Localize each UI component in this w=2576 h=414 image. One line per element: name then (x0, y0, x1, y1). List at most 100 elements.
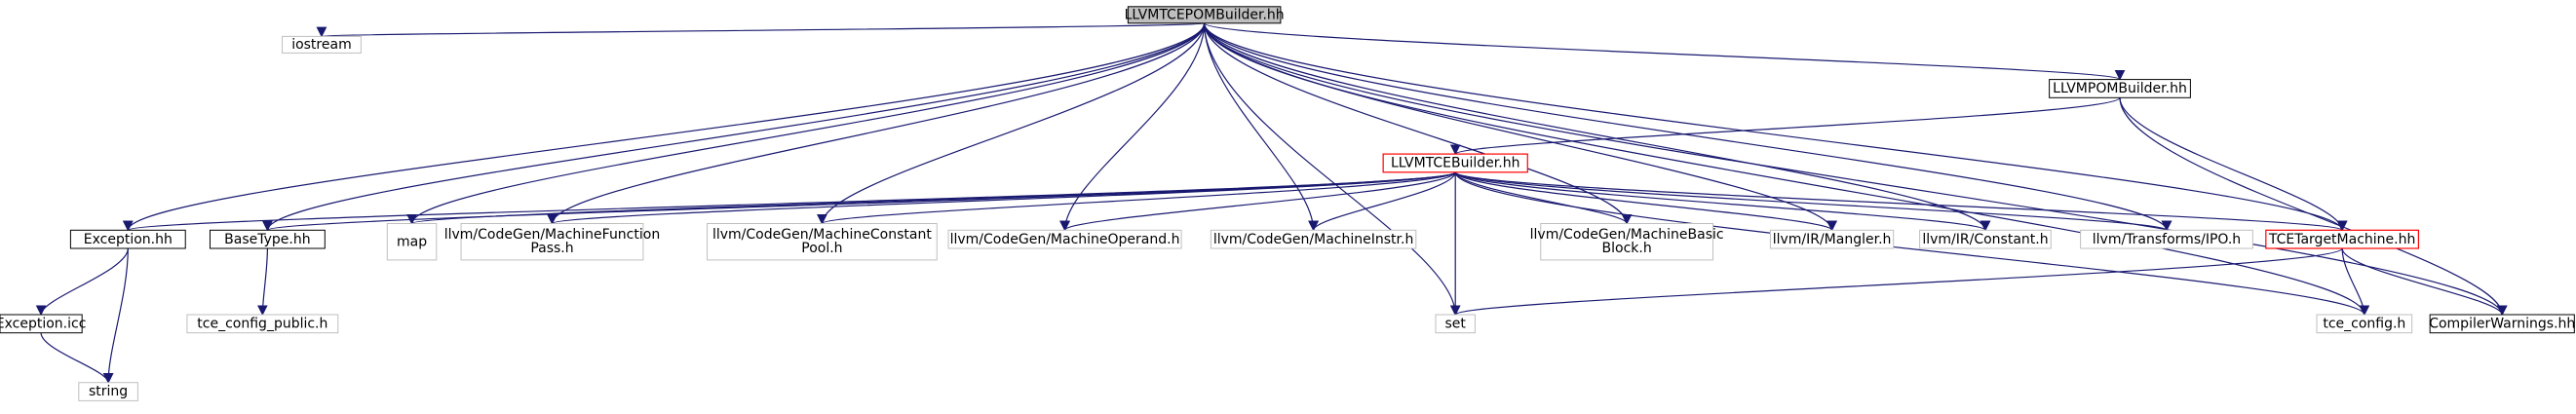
node-label-llvmtce: LLVMTCEBuilder.hh (1391, 156, 1520, 171)
node-mop: llvm/CodeGen/MachineOperand.h (947, 229, 1182, 249)
node-map: map (386, 223, 438, 261)
edge-exceptionhh-to-string (102, 247, 129, 384)
node-label-llvmpom: LLVMPOMBuilder.hh (2053, 81, 2187, 96)
edge-llvmtce-to-tcetm (1454, 171, 2347, 232)
node-basetype[interactable]: BaseType.hh (209, 229, 326, 249)
node-ipo: llvm/Transforms/IPO.h (2080, 229, 2253, 249)
node-box-constant (1919, 229, 2052, 249)
node-label-mcp-line-1: llvm/CodeGen/MachineConstant (712, 227, 932, 243)
node-box-basetype (209, 229, 326, 249)
node-label-mbb-line-1: llvm/CodeGen/MachineBasic (1530, 227, 1724, 243)
node-box-compwarn (2429, 314, 2575, 334)
node-string: string (78, 382, 138, 401)
node-box-llvmtce (1382, 153, 1528, 173)
edge-basetype-to-tceconfpub (256, 247, 269, 317)
node-tceconfpub: tce_config_public.h (186, 314, 339, 334)
edge-root-to-constant (1204, 22, 1991, 232)
node-label-ipo: llvm/Transforms/IPO.h (2093, 232, 2241, 247)
edge-llvmtce-to-mfp (547, 171, 1456, 225)
edge-llvmpom-to-tcetm (2119, 97, 2348, 232)
edge-root-to-tcetm (1204, 22, 2348, 232)
node-constant: llvm/IR/Constant.h (1919, 229, 2052, 249)
edge-exceptionicc-to-string (40, 332, 114, 384)
node-box-exceptionicc (0, 314, 83, 334)
edge-llvmtce-to-map (406, 171, 1456, 225)
node-label-mi: llvm/CodeGen/MachineInstr.h (1213, 232, 1414, 247)
node-label-constant: llvm/IR/Constant.h (1922, 232, 2048, 247)
edge-root-to-basetype (262, 22, 1206, 232)
node-box-mcp (707, 223, 938, 261)
node-box-mop (947, 229, 1182, 249)
edge-root-to-mi (1204, 22, 1319, 232)
node-box-tceconfpub (186, 314, 339, 334)
node-iostream: iostream (282, 35, 362, 54)
node-label-string: string (89, 384, 128, 399)
node-box-mi (1210, 229, 1417, 249)
edge-llvmtce-to-constant (1454, 171, 1991, 232)
node-mangler: llvm/IR/Mangler.h (1769, 229, 1895, 249)
node-box-map (386, 223, 438, 261)
node-label-root: LLVMTCEPOMBuilder.hh (1125, 7, 1285, 22)
node-label-mop: llvm/CodeGen/MachineOperand.h (950, 232, 1180, 247)
edge-root-to-mop (1059, 22, 1206, 232)
node-box-ipo (2080, 229, 2253, 249)
node-label-tceconfig: tce_config.h (2323, 317, 2405, 332)
edge-root-to-mfp (547, 22, 1206, 225)
edge-exceptionhh-to-exceptionicc (35, 247, 129, 317)
node-llvmtce[interactable]: LLVMTCEBuilder.hh (1382, 153, 1528, 173)
edge-llvmtce-to-mbb (1454, 171, 1633, 225)
node-box-mbb (1540, 223, 1714, 261)
node-exceptionicc[interactable]: Exception.icc (0, 314, 86, 334)
node-label-mcp-line-2: Pool.h (801, 241, 842, 256)
node-label-mfp-line-2: Pass.h (530, 241, 573, 256)
edges-layer (35, 22, 2508, 384)
node-set: set (1435, 314, 1476, 334)
node-label-mbb-line-2: Block.h (1602, 241, 1652, 256)
node-box-iostream (282, 35, 362, 54)
edge-root-to-llvmpom (1204, 22, 2125, 81)
node-box-tceconfig (2316, 314, 2413, 334)
node-box-llvmpom (2049, 79, 2191, 98)
edge-root-to-tceconfig (1204, 22, 2370, 317)
node-label-tceconfpub: tce_config_public.h (197, 317, 327, 332)
node-box-root (1127, 6, 1282, 24)
edge-llvmpom-to-compwarn (2119, 97, 2508, 317)
node-label-iostream: iostream (291, 37, 352, 53)
node-label-tcetm: TCETargetMachine.hh (2268, 232, 2415, 247)
edge-root-to-exceptionhh (123, 22, 1206, 232)
edge-root-to-compwarn (1204, 22, 2508, 317)
node-tceconfig: tce_config.h (2316, 314, 2413, 334)
edge-llvmtce-to-mi (1308, 171, 1456, 232)
node-label-mfp-line-1: llvm/CodeGen/MachineFunction (444, 227, 660, 243)
node-root[interactable]: LLVMTCEPOMBuilder.hh (1125, 6, 1285, 24)
node-label-exceptionhh: Exception.hh (84, 232, 173, 247)
node-tcetm[interactable]: TCETargetMachine.hh (2265, 229, 2419, 249)
node-box-set (1435, 314, 1476, 334)
edge-llvmtce-to-mcp (817, 171, 1456, 225)
edge-root-to-map (406, 22, 1206, 225)
node-compwarn[interactable]: CompilerWarnings.hh (2429, 314, 2575, 334)
node-exceptionhh[interactable]: Exception.hh (69, 229, 186, 249)
edge-root-to-mbb (1204, 22, 1633, 225)
node-label-mangler: llvm/IR/Mangler.h (1773, 232, 1892, 247)
node-box-exceptionhh (69, 229, 186, 249)
edge-root-to-iostream (319, 22, 1206, 38)
edge-llvmtce-to-ipo (1454, 171, 2172, 232)
node-label-exceptionicc: Exception.icc (0, 317, 86, 332)
node-box-mangler (1769, 229, 1895, 249)
node-box-tcetm (2265, 229, 2419, 249)
edge-llvmtce-to-mangler (1454, 171, 1837, 232)
node-label-set: set (1445, 317, 1467, 332)
edge-llvmpom-to-llvmtce (1450, 96, 2121, 156)
edge-tcetm-to-compwarn (2341, 247, 2508, 317)
node-mi: llvm/CodeGen/MachineInstr.h (1210, 229, 1417, 249)
nodes-layer: LLVMTCEPOMBuilder.hh iostreamLLVMPOMBuild… (0, 6, 2575, 401)
node-label-basetype: BaseType.hh (224, 232, 310, 247)
edge-llvmtce-to-mop (1059, 171, 1456, 232)
node-llvmpom[interactable]: LLVMPOMBuilder.hh (2049, 79, 2191, 98)
node-box-string (78, 382, 138, 401)
edge-root-to-set (1204, 22, 1461, 317)
